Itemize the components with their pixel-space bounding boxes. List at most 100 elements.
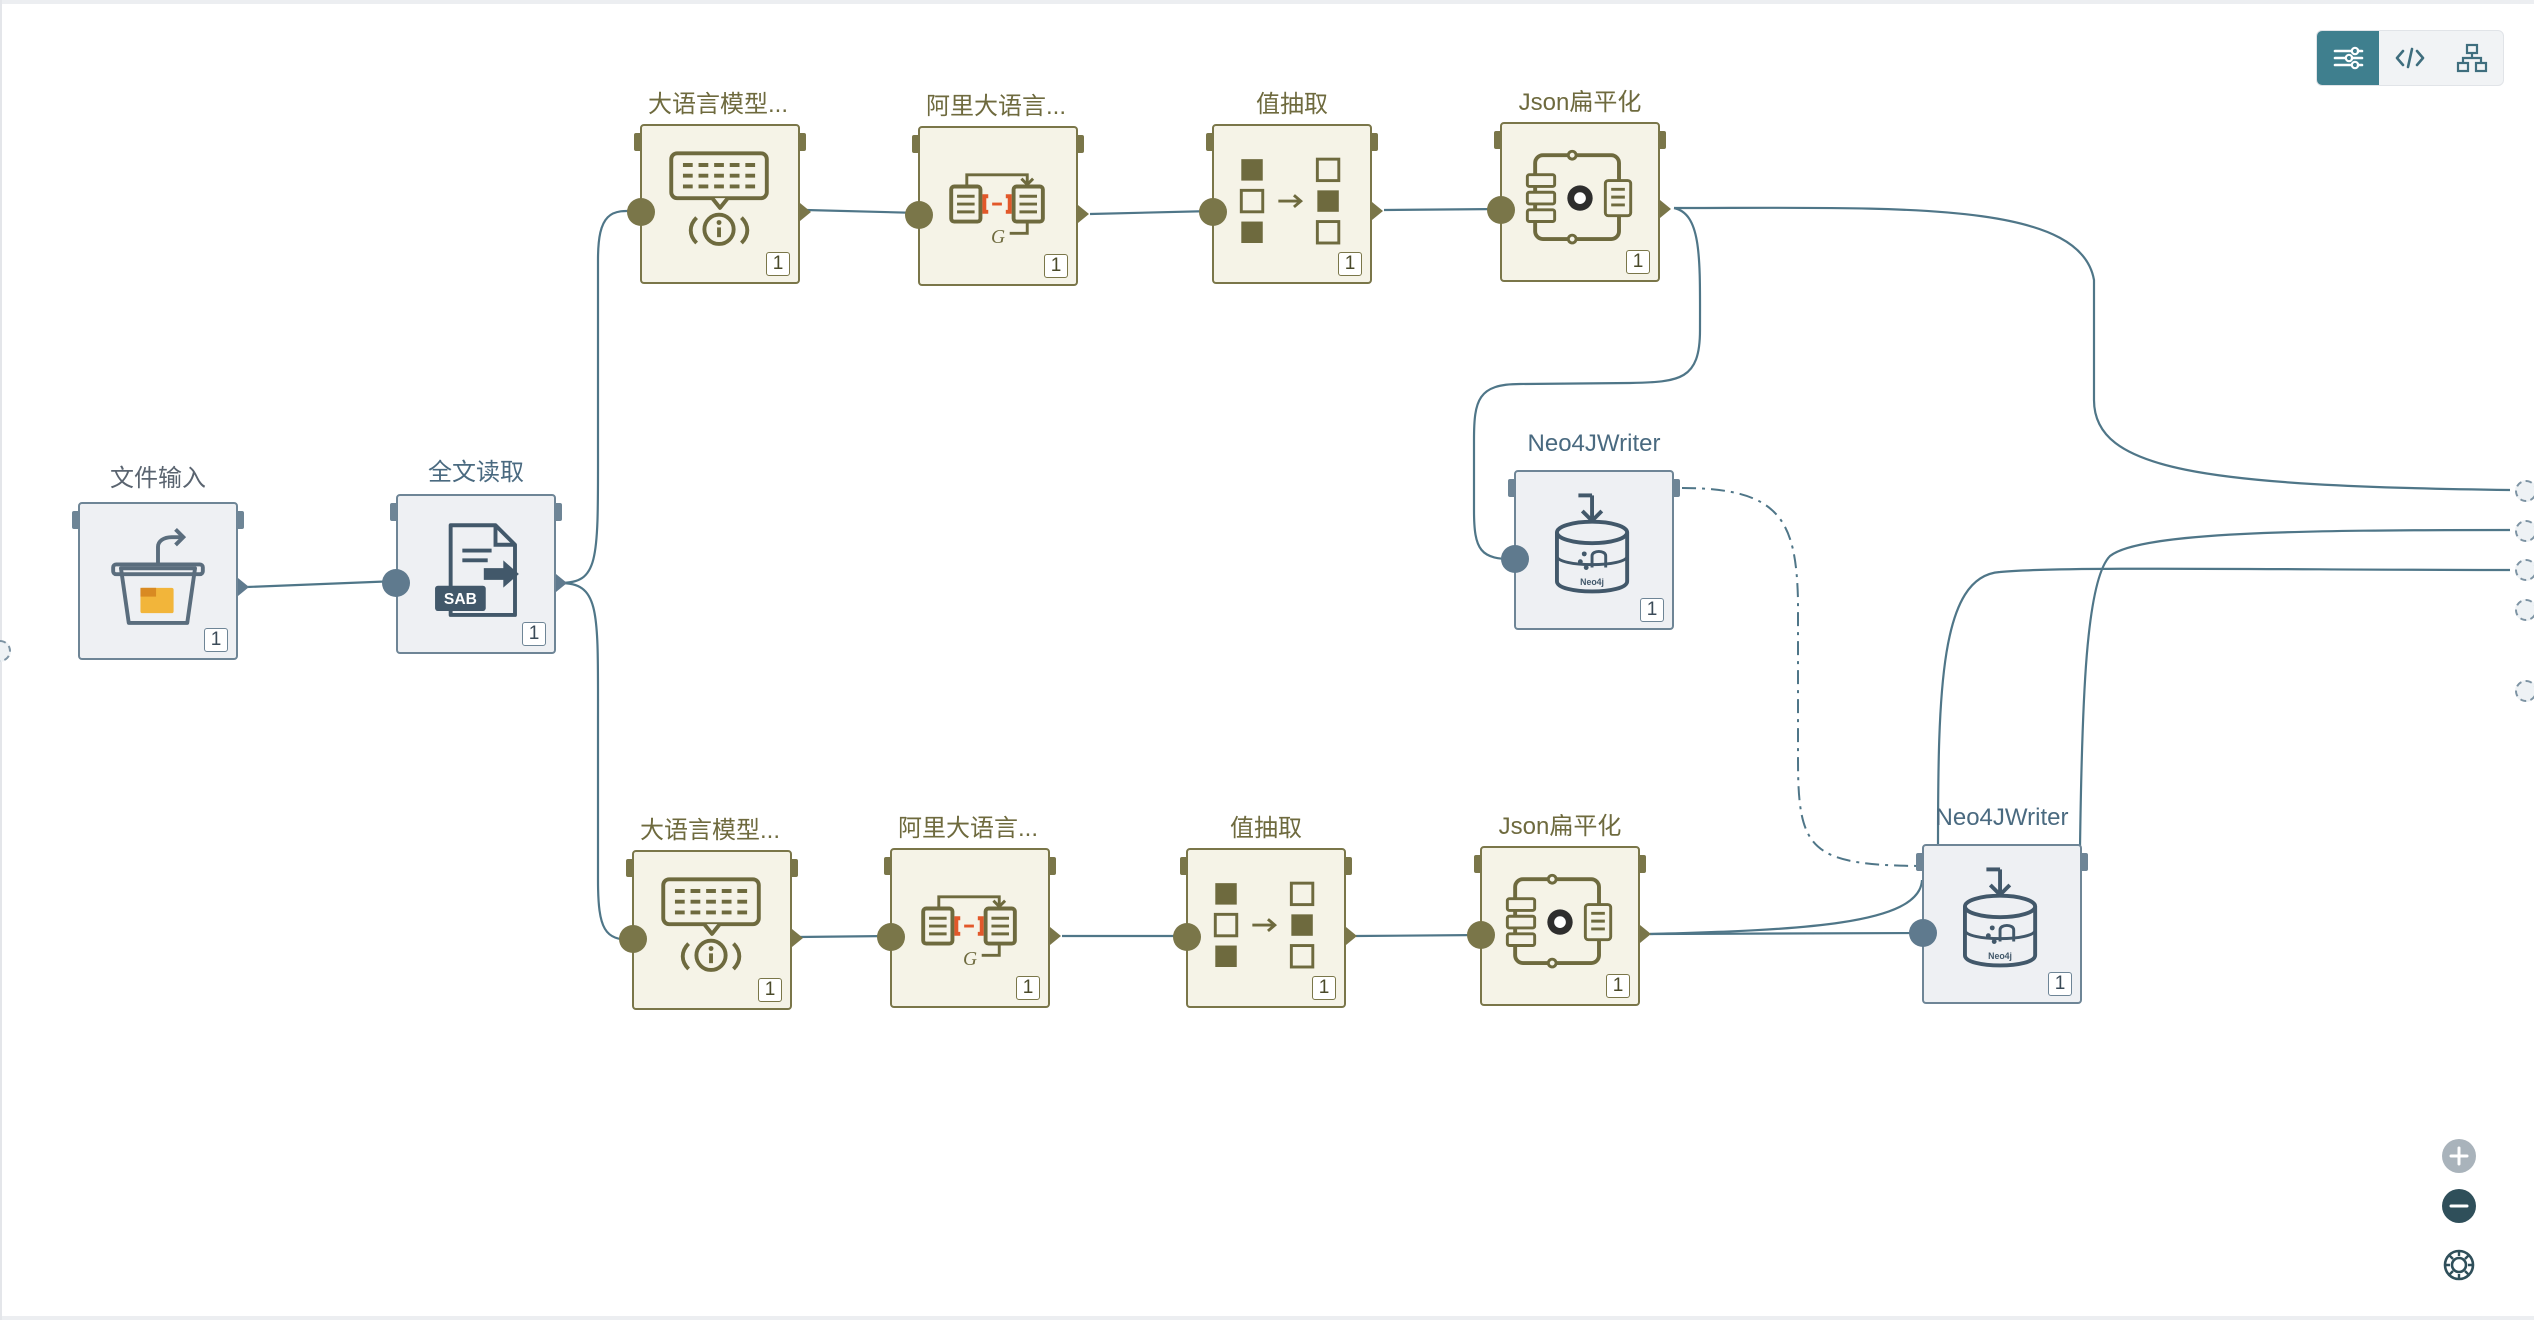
value-extract-icon (1239, 157, 1341, 245)
output-port[interactable] (1050, 927, 1061, 945)
node-count-badge: 1 (1044, 254, 1068, 278)
input-port[interactable] (619, 925, 647, 953)
node-count-badge: 1 (522, 622, 546, 646)
input-port[interactable] (877, 923, 905, 951)
code-view-icon[interactable] (2379, 31, 2441, 85)
llm-chat-icon (661, 877, 761, 972)
output-port[interactable] (1372, 202, 1383, 220)
node-label-neo4j-mid: Neo4JWriter (1527, 430, 1661, 457)
edge-json-bottom-to-neo4j-curve (1649, 879, 1924, 936)
edge-extract-to-json-top (1383, 207, 1503, 212)
node-llm-bottom[interactable]: 1 (632, 850, 792, 1010)
node-label-aliyun-bottom: 阿里大语言... (897, 815, 1039, 842)
node-label-extract-bottom: 值抽取 (1230, 815, 1302, 842)
node-tab (798, 133, 806, 151)
node-tab (1180, 857, 1188, 875)
input-port[interactable] (1501, 545, 1529, 573)
output-port[interactable] (792, 929, 803, 947)
input-port[interactable] (1487, 196, 1515, 224)
input-port[interactable] (1173, 923, 1201, 951)
aliyun-llm-icon: G (921, 895, 1017, 970)
canvas-edge-port[interactable] (2515, 559, 2534, 581)
node-count-badge: 1 (1640, 598, 1664, 622)
edge-llm-to-aliyun-bottom (797, 934, 893, 939)
edge-read-to-llm-top (559, 209, 641, 585)
edge-json-top-to-neo4j-mid (1472, 206, 1702, 561)
fit-view-icon[interactable] (2442, 1248, 2476, 1282)
edge-neo4j-to-right-b (2078, 528, 2511, 849)
node-tab (634, 133, 642, 151)
view-toolbar (2316, 30, 2504, 86)
node-tab (1494, 131, 1502, 149)
file-input-icon (111, 527, 205, 625)
node-json-top[interactable]: 1 (1500, 122, 1660, 282)
node-aliyun-top[interactable]: G 1 (918, 126, 1078, 286)
flow-view-icon[interactable] (2317, 31, 2379, 85)
node-label-json-bottom: Json扁平化 (1498, 813, 1622, 840)
edge-json-bottom-to-neo4j (1649, 931, 1925, 936)
node-tab (1672, 479, 1680, 497)
output-port[interactable] (238, 578, 249, 596)
json-flatten-icon (1525, 149, 1633, 245)
node-extract-top[interactable]: 1 (1212, 124, 1372, 284)
node-tab (2080, 853, 2088, 871)
g-letter: G (963, 949, 977, 970)
input-port[interactable] (382, 569, 410, 597)
output-port[interactable] (1660, 200, 1671, 218)
node-tab (1344, 857, 1352, 875)
node-tab (1206, 133, 1214, 151)
node-count-badge: 1 (1016, 976, 1040, 1000)
tree-view-icon[interactable] (2441, 31, 2503, 85)
node-aliyun-bottom[interactable]: G 1 (890, 848, 1050, 1008)
node-neo4j-mid[interactable]: Neo4j 1 (1514, 470, 1674, 630)
node-tab (884, 857, 892, 875)
document-read-icon: SAB (435, 523, 519, 617)
node-label-json-top: Json扁平化 (1518, 89, 1642, 116)
node-tab (1048, 857, 1056, 875)
edge-json-top-to-right (1673, 206, 2511, 492)
node-label-llm-top: 大语言模型... (647, 91, 789, 118)
input-port[interactable] (905, 201, 933, 229)
node-count-badge: 1 (204, 628, 228, 652)
node-label-fulltext-read: 全文读取 (428, 459, 524, 486)
output-port[interactable] (1346, 927, 1357, 945)
neo4j-text: Neo4j (1988, 951, 2012, 961)
node-file-input[interactable]: 1 (78, 502, 238, 660)
neo4j-database-icon: Neo4j (1963, 867, 2038, 968)
zoom-out-icon[interactable] (2442, 1189, 2476, 1223)
node-tab (1638, 855, 1646, 873)
canvas-edge-port[interactable] (2515, 480, 2534, 502)
node-tab (912, 135, 920, 153)
input-port[interactable] (627, 198, 655, 226)
canvas-edge-port[interactable] (2515, 599, 2534, 621)
node-count-badge: 1 (766, 252, 790, 276)
node-neo4j-right[interactable]: Neo4j 1 (1922, 844, 2082, 1004)
node-extract-bottom[interactable]: 1 (1186, 848, 1346, 1008)
json-flatten-icon (1505, 873, 1613, 969)
input-port[interactable] (1467, 921, 1495, 949)
node-tab (554, 503, 562, 521)
node-count-badge: 1 (1626, 250, 1650, 274)
canvas-edge-port[interactable] (2515, 520, 2534, 542)
node-tab (1916, 853, 1924, 871)
input-port[interactable] (1909, 919, 1937, 947)
node-tab (626, 859, 634, 877)
node-label-llm-bottom: 大语言模型... (639, 817, 781, 844)
value-extract-icon (1213, 881, 1315, 969)
node-llm-top[interactable]: 1 (640, 124, 800, 284)
node-fulltext-read[interactable]: SAB 1 (396, 494, 556, 654)
output-port[interactable] (1640, 925, 1651, 943)
input-port[interactable] (1199, 198, 1227, 226)
node-tab (72, 511, 80, 529)
g-letter: G (991, 227, 1005, 248)
zoom-in-icon[interactable] (2442, 1139, 2476, 1173)
edge-read-to-llm-bottom (559, 581, 633, 942)
node-label-extract-top: 值抽取 (1256, 91, 1328, 118)
output-port[interactable] (800, 203, 811, 221)
node-json-bottom[interactable]: 1 (1480, 846, 1640, 1006)
node-tab (1658, 131, 1666, 149)
output-port[interactable] (556, 574, 567, 592)
canvas-edge-port[interactable] (2515, 680, 2534, 702)
output-port[interactable] (1078, 205, 1089, 223)
